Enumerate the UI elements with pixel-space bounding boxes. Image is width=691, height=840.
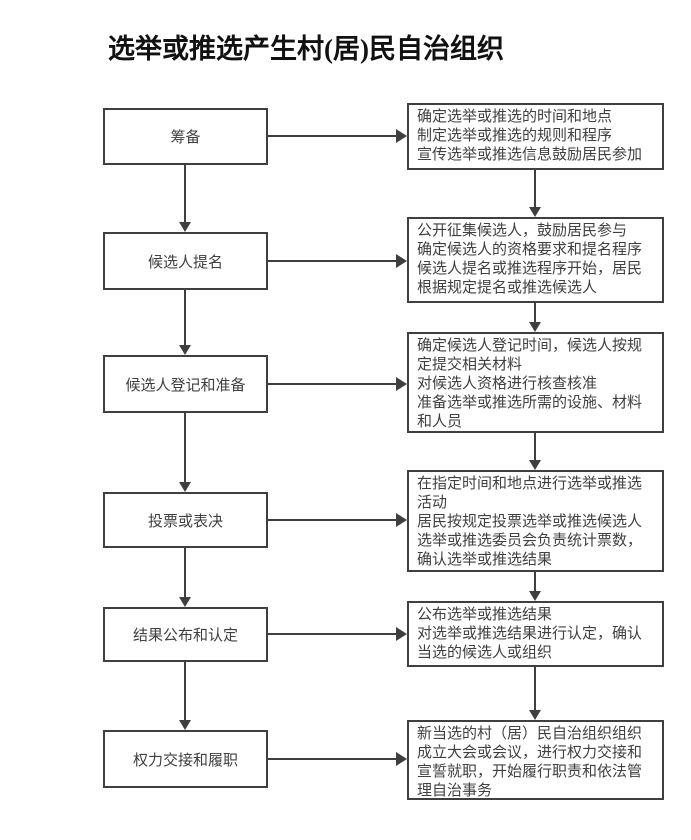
down-arrow — [529, 667, 541, 720]
down-arrow — [529, 433, 541, 470]
flow-detail-box-voting: 在指定时间和地点进行选举或推选活动 居民按规定投票选举或推选候选人 选举或推选委… — [407, 470, 664, 572]
flow-detail-box-handover: 新当选的村（居）民自治组织组织成立大会或会议，进行权力交接和宣誓就职，开始履行职… — [407, 720, 664, 800]
flow-detail-box-nomination: 公开征集候选人，鼓励居民参与 确定候选人的资格要求和提名程序 候选人提名或推选程… — [407, 217, 664, 303]
right-arrow — [268, 752, 407, 766]
right-arrow — [268, 377, 407, 391]
right-arrow — [268, 513, 407, 527]
step-label: 结果公布和认定 — [132, 627, 238, 644]
down-arrow — [179, 165, 191, 232]
page-title: 选举或推选产生村(居)民自治组织 — [108, 34, 504, 64]
flow-detail-box-preparation: 确定选举或推选的时间和地点 制定选举或推选的规则和程序 宣传选举或推选信息鼓励居… — [407, 103, 664, 170]
down-arrow — [179, 290, 191, 355]
right-arrow — [268, 129, 407, 143]
flow-detail-box-registration: 确定候选人登记时间，候选人按规定提交相关材料 对候选人资格进行核查核准 准备选举… — [407, 332, 664, 433]
flow-step-box-preparation: 筹备 — [103, 108, 268, 165]
down-arrow — [179, 413, 191, 492]
flow-step-box-results: 结果公布和认定 — [103, 607, 268, 662]
step-label: 候选人登记和准备 — [125, 376, 246, 394]
flow-step-box-handover: 权力交接和履职 — [103, 730, 268, 788]
right-arrow — [268, 627, 407, 641]
flow-detail-box-results: 公布选举或推选结果 对选举或推选结果进行认定，确认当选的候选人或组织 — [407, 601, 664, 667]
right-arrow — [268, 254, 407, 268]
step-label: 候选人提名 — [147, 253, 223, 271]
down-arrow — [529, 572, 541, 601]
down-arrow — [529, 170, 541, 217]
step-label: 筹备 — [170, 129, 201, 146]
step-label: 权力交接和履职 — [132, 751, 238, 769]
step-label: 投票或表决 — [147, 512, 223, 530]
down-arrow — [529, 303, 541, 332]
down-arrow — [179, 548, 191, 607]
down-arrow — [179, 662, 191, 730]
flow-step-box-registration: 候选人登记和准备 — [103, 355, 268, 413]
flow-step-box-nomination: 候选人提名 — [103, 232, 268, 290]
flow-step-box-voting: 投票或表决 — [103, 492, 268, 548]
